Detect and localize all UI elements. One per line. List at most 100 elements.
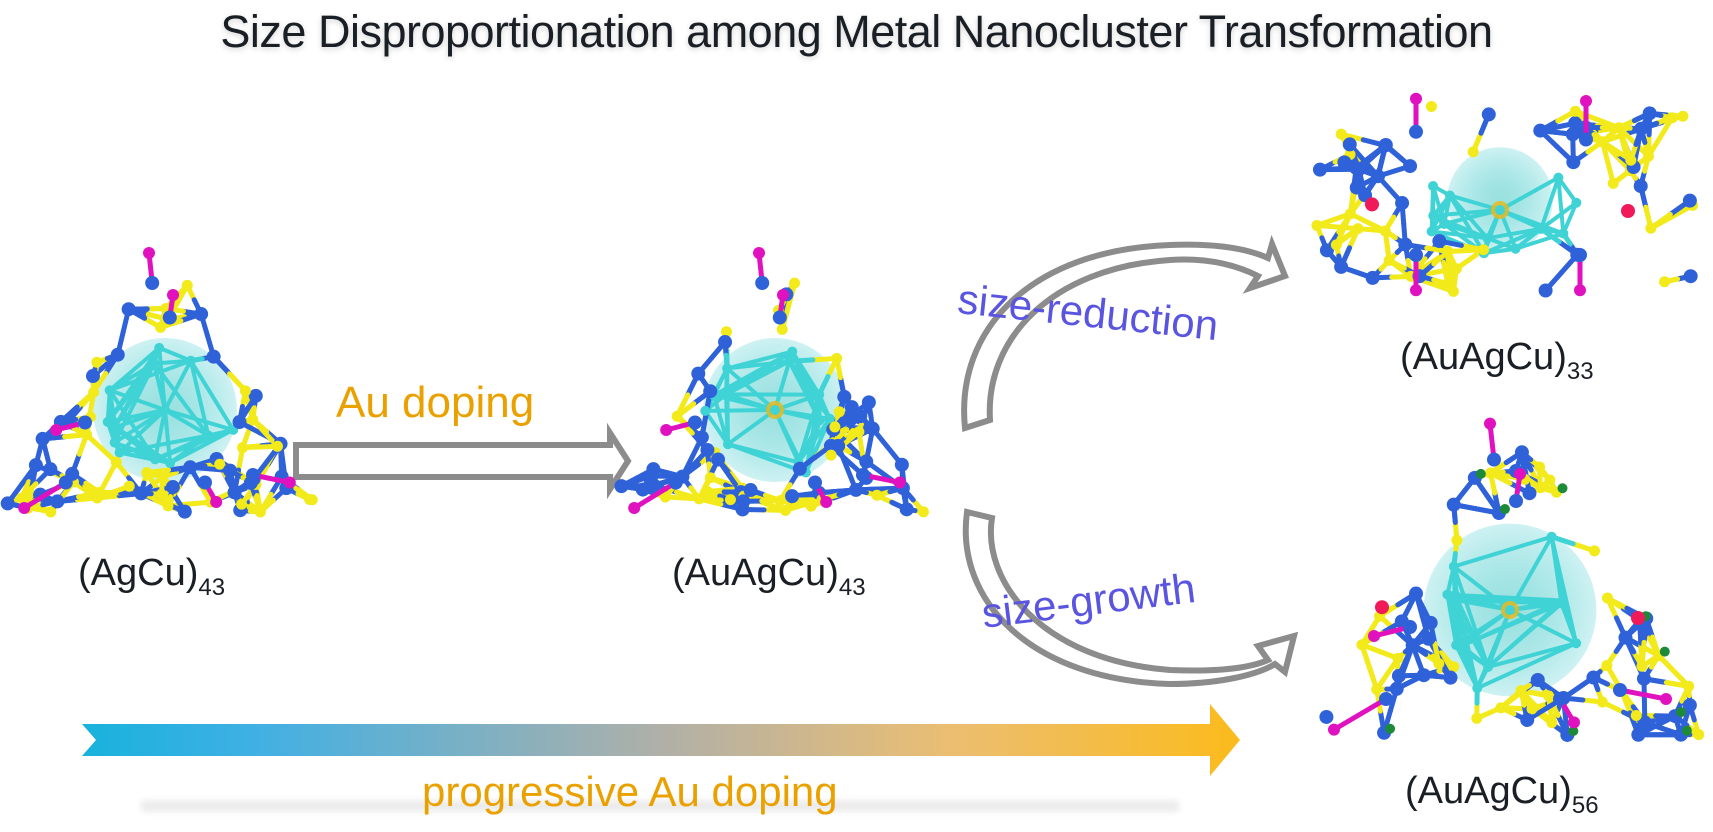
carbon-atom bbox=[1568, 725, 1579, 736]
copper-atom bbox=[792, 461, 807, 476]
core-bond bbox=[119, 433, 209, 455]
sulfur-atom bbox=[16, 492, 28, 504]
sulfur-atom bbox=[1613, 122, 1625, 134]
metal-atom bbox=[1571, 197, 1582, 208]
copper-atom bbox=[1337, 155, 1352, 170]
sulfur-atom bbox=[853, 426, 865, 438]
metal-atom bbox=[109, 437, 120, 448]
subscript: 33 bbox=[1566, 358, 1594, 385]
core-bond bbox=[158, 346, 192, 363]
sulfur-atom bbox=[871, 489, 883, 501]
sulfur-atom bbox=[1607, 177, 1619, 189]
core-bond bbox=[164, 408, 234, 432]
sulfur-atom bbox=[239, 385, 251, 397]
copper-atom bbox=[1349, 180, 1364, 195]
carbon-atom bbox=[1499, 504, 1510, 515]
phosphorus-atom bbox=[1631, 611, 1645, 625]
terminal-atom bbox=[1660, 693, 1672, 705]
copper-atom bbox=[1553, 692, 1567, 706]
sulfur-atom bbox=[693, 493, 705, 505]
au-doping-label: Au doping bbox=[336, 378, 535, 427]
copper-atom bbox=[1398, 237, 1413, 252]
formula: (AuAgCu) bbox=[1405, 770, 1572, 812]
sulfur-atom bbox=[659, 491, 671, 503]
cluster-label-agcu43: (AgCu)43 bbox=[78, 552, 225, 602]
sulfur-atom bbox=[1450, 263, 1462, 275]
sulfur-atom bbox=[88, 386, 100, 398]
terminal-atom bbox=[167, 289, 179, 301]
terminal-atom bbox=[1574, 284, 1586, 297]
copper-atom bbox=[844, 400, 859, 415]
terminal-atom bbox=[1568, 716, 1580, 729]
copper-atom bbox=[1334, 259, 1349, 274]
sulfur-atom bbox=[1659, 276, 1671, 288]
copper-atom bbox=[1533, 123, 1548, 138]
copper-atom bbox=[1487, 452, 1501, 467]
metal-atom bbox=[722, 439, 733, 450]
sulfur-atom bbox=[1379, 225, 1391, 237]
sulfur-atom bbox=[1625, 154, 1637, 166]
copper-atom bbox=[1579, 132, 1593, 147]
metal-atom bbox=[1456, 640, 1467, 651]
copper-atom bbox=[808, 475, 822, 490]
copper-atom bbox=[1443, 670, 1458, 685]
terminal-atom bbox=[143, 247, 155, 259]
sulfur-atom bbox=[254, 506, 266, 518]
core-bond bbox=[152, 362, 210, 437]
core-bond bbox=[163, 359, 193, 411]
core-bond bbox=[1561, 201, 1579, 235]
copper-atom bbox=[1351, 162, 1366, 177]
sulfur-atom bbox=[214, 458, 226, 470]
copper-atom bbox=[121, 302, 136, 317]
metal-atom bbox=[770, 405, 780, 415]
terminal-atom bbox=[628, 502, 641, 514]
terminal-atom bbox=[1484, 417, 1496, 430]
core-bond bbox=[1476, 641, 1577, 691]
core-bond bbox=[713, 349, 794, 398]
terminal-atom bbox=[1514, 468, 1526, 480]
carbon-atom bbox=[1557, 483, 1568, 494]
core-bond bbox=[726, 408, 777, 446]
copper-atom bbox=[694, 430, 709, 445]
copper-atom bbox=[1416, 668, 1431, 683]
sulfur-atom bbox=[237, 442, 249, 454]
sulfur-atom bbox=[720, 326, 732, 338]
sulfur-atom bbox=[779, 504, 791, 516]
copper-atom bbox=[785, 489, 800, 504]
copper-atom bbox=[1423, 615, 1438, 630]
copper-atom bbox=[1682, 193, 1697, 208]
core-bond bbox=[1499, 175, 1560, 212]
sulfur-atom bbox=[157, 471, 169, 483]
copper-atom bbox=[1421, 631, 1436, 646]
copper-atom bbox=[1319, 709, 1334, 724]
copper-atom bbox=[1379, 692, 1393, 706]
sulfur-atom bbox=[1477, 244, 1489, 256]
phosphorus-atom bbox=[1621, 204, 1635, 218]
au-doping-arrow bbox=[293, 422, 632, 500]
core-bond bbox=[108, 346, 161, 392]
core-bond bbox=[725, 368, 730, 445]
copper-atom bbox=[227, 485, 242, 500]
cluster-label-auagcu33: (AuAgCu)33 bbox=[1400, 336, 1594, 386]
core-bond bbox=[1448, 194, 1489, 240]
copper-atom bbox=[691, 366, 706, 381]
core-bond bbox=[1460, 601, 1563, 648]
sulfur-atom bbox=[831, 352, 843, 364]
progressive-arrow-shadow bbox=[140, 800, 1180, 812]
copper-atom bbox=[177, 504, 192, 519]
core-bond bbox=[1549, 536, 1579, 644]
sulfur-atom bbox=[1677, 110, 1689, 122]
size-growth-arrow bbox=[962, 508, 1299, 688]
copper-atom bbox=[1409, 124, 1423, 139]
sulfur-atom bbox=[1569, 105, 1581, 117]
copper-atom bbox=[743, 483, 758, 498]
copper-atom bbox=[78, 415, 92, 430]
copper-atom bbox=[1312, 162, 1327, 177]
copper-atom bbox=[644, 468, 659, 483]
sulfur-atom bbox=[45, 506, 57, 518]
copper-atom bbox=[848, 482, 863, 497]
core-bond bbox=[1556, 176, 1579, 204]
sulfur-atom bbox=[141, 467, 153, 479]
copper-atom bbox=[865, 421, 880, 436]
formula: (AuAgCu) bbox=[1400, 336, 1567, 378]
